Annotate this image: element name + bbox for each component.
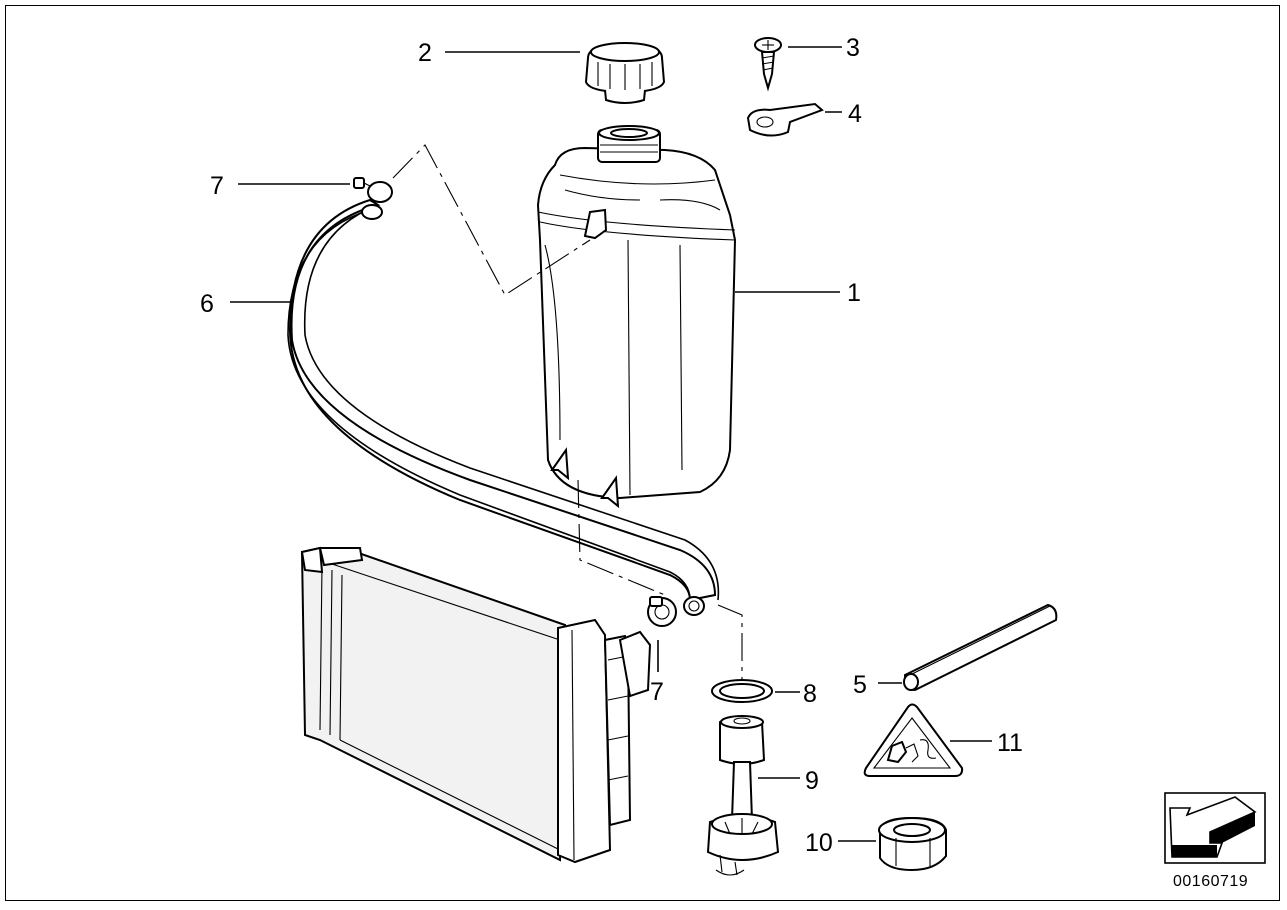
diagram-code: 00160719 xyxy=(1173,873,1248,890)
callout-10[interactable]: 10 xyxy=(805,829,833,857)
callout-9[interactable]: 9 xyxy=(805,767,819,795)
o-ring[interactable] xyxy=(711,679,773,703)
connection-line-ring xyxy=(717,604,743,680)
hose-clamp-upper[interactable] xyxy=(353,177,393,203)
callout-3[interactable]: 3 xyxy=(846,34,860,62)
navigation-arrow-icon[interactable] xyxy=(1164,792,1266,864)
filler-cap[interactable] xyxy=(584,42,666,104)
callout-4[interactable]: 4 xyxy=(848,100,862,128)
warning-label[interactable] xyxy=(863,703,964,777)
diagram-frame xyxy=(5,5,1280,901)
callout-8[interactable]: 8 xyxy=(803,680,817,708)
callout-5[interactable]: 5 xyxy=(853,671,867,699)
screw[interactable] xyxy=(754,37,782,92)
callout-7b[interactable]: 7 xyxy=(650,678,664,706)
callout-11[interactable]: 11 xyxy=(997,729,1023,757)
callout-7a[interactable]: 7 xyxy=(210,172,224,200)
hex-nut[interactable] xyxy=(878,816,947,872)
callout-1[interactable]: 1 xyxy=(847,279,861,307)
callout-2[interactable]: 2 xyxy=(418,39,432,67)
expansion-tank[interactable] xyxy=(536,125,737,509)
radiator[interactable] xyxy=(300,546,652,864)
callout-6[interactable]: 6 xyxy=(200,290,214,318)
connection-line-upper xyxy=(392,144,591,296)
hose-clamp-lower[interactable] xyxy=(647,596,677,627)
level-sensor[interactable] xyxy=(706,715,780,876)
bracket[interactable] xyxy=(746,102,824,137)
rubber-strip[interactable] xyxy=(903,603,1058,692)
connection-line-lower xyxy=(577,479,666,596)
hose[interactable] xyxy=(287,198,720,616)
